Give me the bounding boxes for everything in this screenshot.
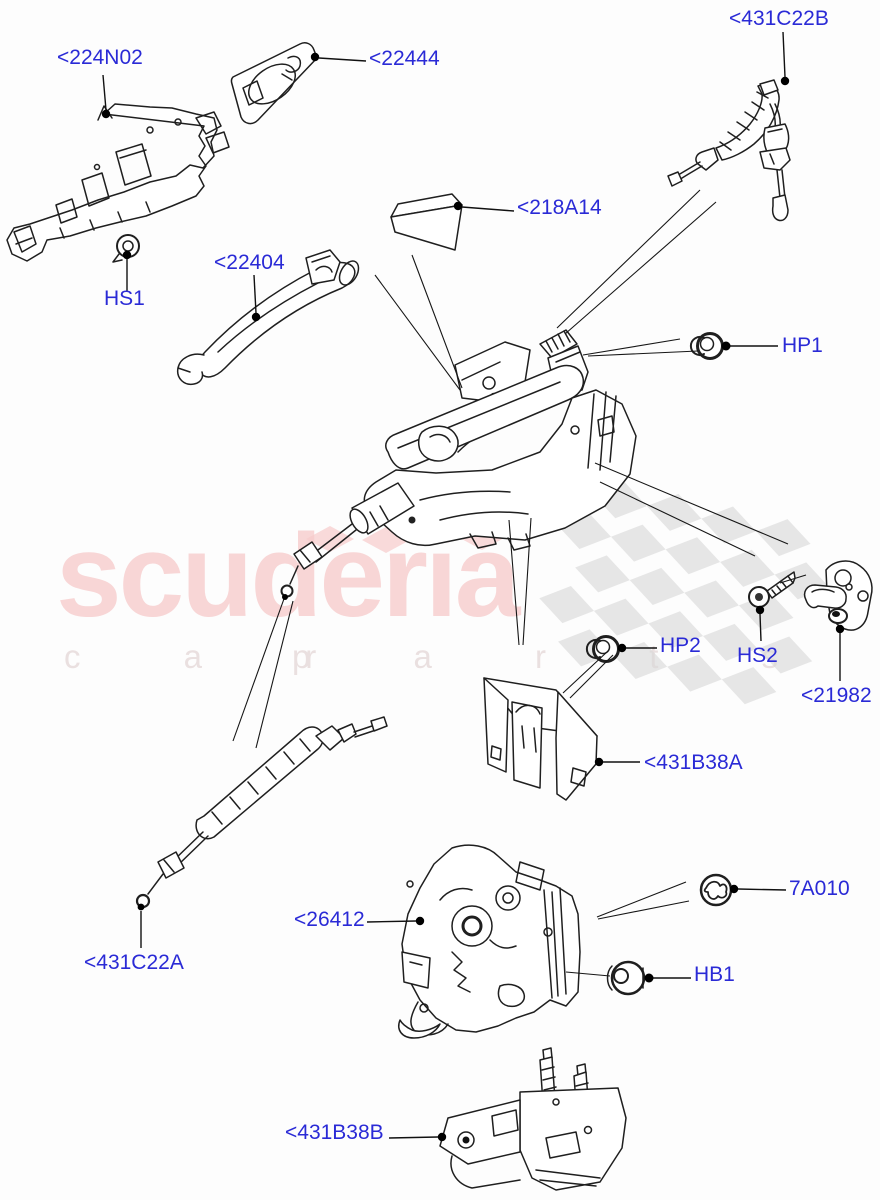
part-label-7A010[interactable]: 7A010 <box>789 877 850 900</box>
pointer-wedge-lines <box>232 189 807 977</box>
part-door-handle-22404[interactable] <box>176 249 363 386</box>
part-label-HS1[interactable]: HS1 <box>104 287 145 310</box>
part-label-HS2[interactable]: HS2 <box>737 644 778 667</box>
leader-lines <box>102 31 841 1139</box>
part-label-HB1[interactable]: HB1 <box>694 963 735 986</box>
part-label-HP1[interactable]: HP1 <box>782 334 823 357</box>
part-shield-431B38A[interactable] <box>483 677 598 801</box>
part-cap-218A14[interactable] <box>390 193 463 251</box>
part-label-431C22B[interactable]: <431C22B <box>729 7 829 30</box>
part-bracket-21982[interactable] <box>803 560 873 631</box>
part-label-224N02[interactable]: <224N02 <box>57 46 143 69</box>
fastener-grommet-7A010[interactable] <box>699 873 733 907</box>
part-label-22444[interactable]: <22444 <box>369 47 440 70</box>
part-label-218A14[interactable]: <218A14 <box>517 196 602 219</box>
leader-anchor-dots <box>101 52 845 1142</box>
part-label-26412[interactable]: <26412 <box>294 908 365 931</box>
part-label-431B38A[interactable]: <431B38A <box>644 751 743 774</box>
part-handle-reinforcement-224N02[interactable] <box>6 103 230 262</box>
part-label-431B38B[interactable]: <431B38B <box>285 1121 384 1144</box>
part-label-431C22A[interactable]: <431C22A <box>84 951 184 974</box>
part-gasket-22444[interactable] <box>230 42 318 125</box>
part-door-latch-26412[interactable] <box>398 844 581 1039</box>
part-label-22404[interactable]: <22404 <box>214 251 285 274</box>
part-label-HP2[interactable]: HP2 <box>660 634 701 657</box>
part-cable-431C22A[interactable] <box>135 716 388 909</box>
part-shield-431B38B[interactable] <box>439 1047 627 1191</box>
part-label-21982[interactable]: <21982 <box>801 684 872 707</box>
fastener-bolt-HB1[interactable] <box>606 960 646 996</box>
watermark-tagline-car: c a r <box>64 638 364 675</box>
part-latch-assembly-center[interactable] <box>280 329 637 598</box>
fastener-grommet-HP1[interactable] <box>689 332 724 360</box>
part-cable-431C22B[interactable] <box>667 79 791 222</box>
